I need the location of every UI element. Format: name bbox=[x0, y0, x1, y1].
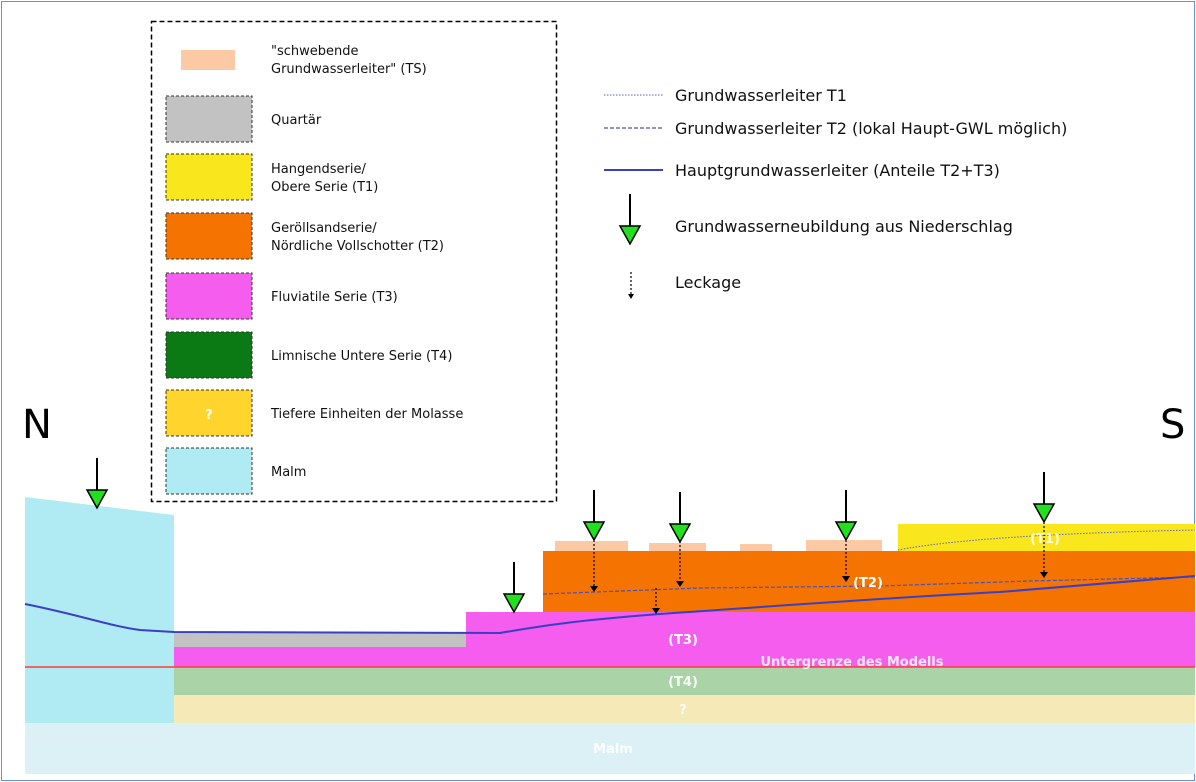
leckage-arrows bbox=[593, 522, 1045, 609]
label-t3: (T3) bbox=[668, 633, 698, 648]
legend-swatch-ts bbox=[181, 50, 235, 70]
ts-lens bbox=[555, 541, 628, 551]
legend-item-t4: Limnische Untere Serie (T4) bbox=[165, 331, 452, 379]
layer-tiefere bbox=[174, 695, 1195, 723]
legend-swatch-tiefere bbox=[165, 389, 253, 437]
label-t1: (T1) bbox=[1030, 532, 1060, 547]
legend-item-t2: Geröllsandserie/Nördliche Vollschotter (… bbox=[165, 212, 444, 260]
layer-t4 bbox=[174, 667, 1195, 695]
legend-label-tiefere: Tiefere Einheiten der Molasse bbox=[270, 407, 463, 422]
label-t4: (T4) bbox=[668, 675, 698, 690]
legend-label-gwl-t2: Grundwasserleiter T2 (lokal Haupt-GWL mö… bbox=[675, 119, 1067, 138]
layer-t3-lower bbox=[174, 647, 1195, 667]
legend-swatch-t3 bbox=[165, 272, 253, 320]
layer-malm-upper bbox=[25, 497, 174, 723]
leckage-arrowheads bbox=[590, 572, 1048, 614]
legend-swatch-t2 bbox=[165, 212, 253, 260]
layer-t1 bbox=[898, 524, 1195, 551]
legend-label-malm: Malm bbox=[271, 465, 306, 480]
legend-label-quartaer: Quartär bbox=[271, 113, 322, 128]
legend-label-t2-line-2: Nördliche Vollschotter (T2) bbox=[271, 239, 444, 254]
recharge-arrow bbox=[668, 492, 692, 544]
legend-label-t3: Fluviatile Serie (T3) bbox=[271, 290, 398, 305]
legend-swatch-t4 bbox=[165, 331, 253, 379]
recharge-arrow bbox=[834, 490, 858, 542]
north-label: N bbox=[22, 402, 52, 448]
legend-leckage-arrow-icon bbox=[628, 272, 634, 299]
layer-malm-lower bbox=[25, 723, 1195, 774]
cross-section: (T1) (T2) (T3) Untergrenze des Modells (… bbox=[24, 458, 1196, 774]
legend-label-t2-line-1: Geröllsandserie/ bbox=[271, 221, 377, 236]
legend-label-t4: Limnische Untere Serie (T4) bbox=[271, 349, 452, 364]
label-tiefere: ? bbox=[679, 703, 687, 718]
recharge-arrow bbox=[1032, 472, 1056, 524]
legend-label-gwl-t1: Grundwasserleiter T1 bbox=[675, 86, 847, 105]
recharge-arrow bbox=[502, 562, 526, 614]
layer-t3-upper bbox=[466, 612, 1195, 647]
ts-lens bbox=[649, 543, 706, 551]
gwl-t1-line bbox=[897, 529, 1196, 551]
south-label: S bbox=[1160, 402, 1185, 448]
legend-swatch-quartaer bbox=[165, 95, 253, 143]
gwl-t2-line bbox=[542, 576, 1196, 595]
legend-item-tiefere: ? Tiefere Einheiten der Molasse bbox=[165, 389, 463, 437]
legend-label-t1-line-2: Obere Serie (T1) bbox=[271, 180, 378, 195]
legend-swatch-t1 bbox=[165, 153, 253, 201]
legend-label-t1-line-1: Hangendserie/ bbox=[271, 162, 366, 177]
ts-lens bbox=[806, 540, 882, 551]
legend-swatch-text-tiefere: ? bbox=[205, 408, 213, 423]
legend-item-malm: Malm bbox=[165, 447, 306, 495]
legend-item-t1: Hangendserie/Obere Serie (T1) bbox=[165, 153, 378, 201]
layer-quartaer bbox=[174, 632, 466, 647]
legend-swatch-malm bbox=[165, 447, 253, 495]
label-malm: Malm bbox=[593, 742, 633, 757]
legend-label-neubildung: Grundwasserneubildung aus Niederschlag bbox=[675, 217, 1013, 236]
label-t2: (T2) bbox=[853, 576, 883, 591]
recharge-arrow bbox=[85, 458, 109, 510]
recharge-arrow bbox=[582, 490, 606, 542]
haupt-gwl-line bbox=[24, 575, 1196, 635]
legend-label-leckage: Leckage bbox=[675, 273, 741, 292]
legend-recharge-arrow-icon bbox=[618, 194, 642, 246]
layer-t2 bbox=[543, 551, 1195, 612]
legend-item-quartaer: Quartär bbox=[165, 95, 322, 143]
legend-label-ts-line-2: Grundwasserleiter" (TS) bbox=[271, 62, 427, 77]
line-legend: Grundwasserleiter T1 Grundwasserleiter T… bbox=[604, 86, 1067, 299]
ts-lens bbox=[740, 544, 772, 551]
legend-item-t3: Fluviatile Serie (T3) bbox=[165, 272, 398, 320]
legend-label-haupt-gwl: Hauptgrundwasserleiter (Anteile T2+T3) bbox=[675, 161, 1000, 180]
recharge-arrows bbox=[85, 458, 1056, 614]
legend-label-ts-line-1: "schwebende bbox=[271, 44, 359, 59]
label-untergrenze: Untergrenze des Modells bbox=[761, 655, 944, 670]
